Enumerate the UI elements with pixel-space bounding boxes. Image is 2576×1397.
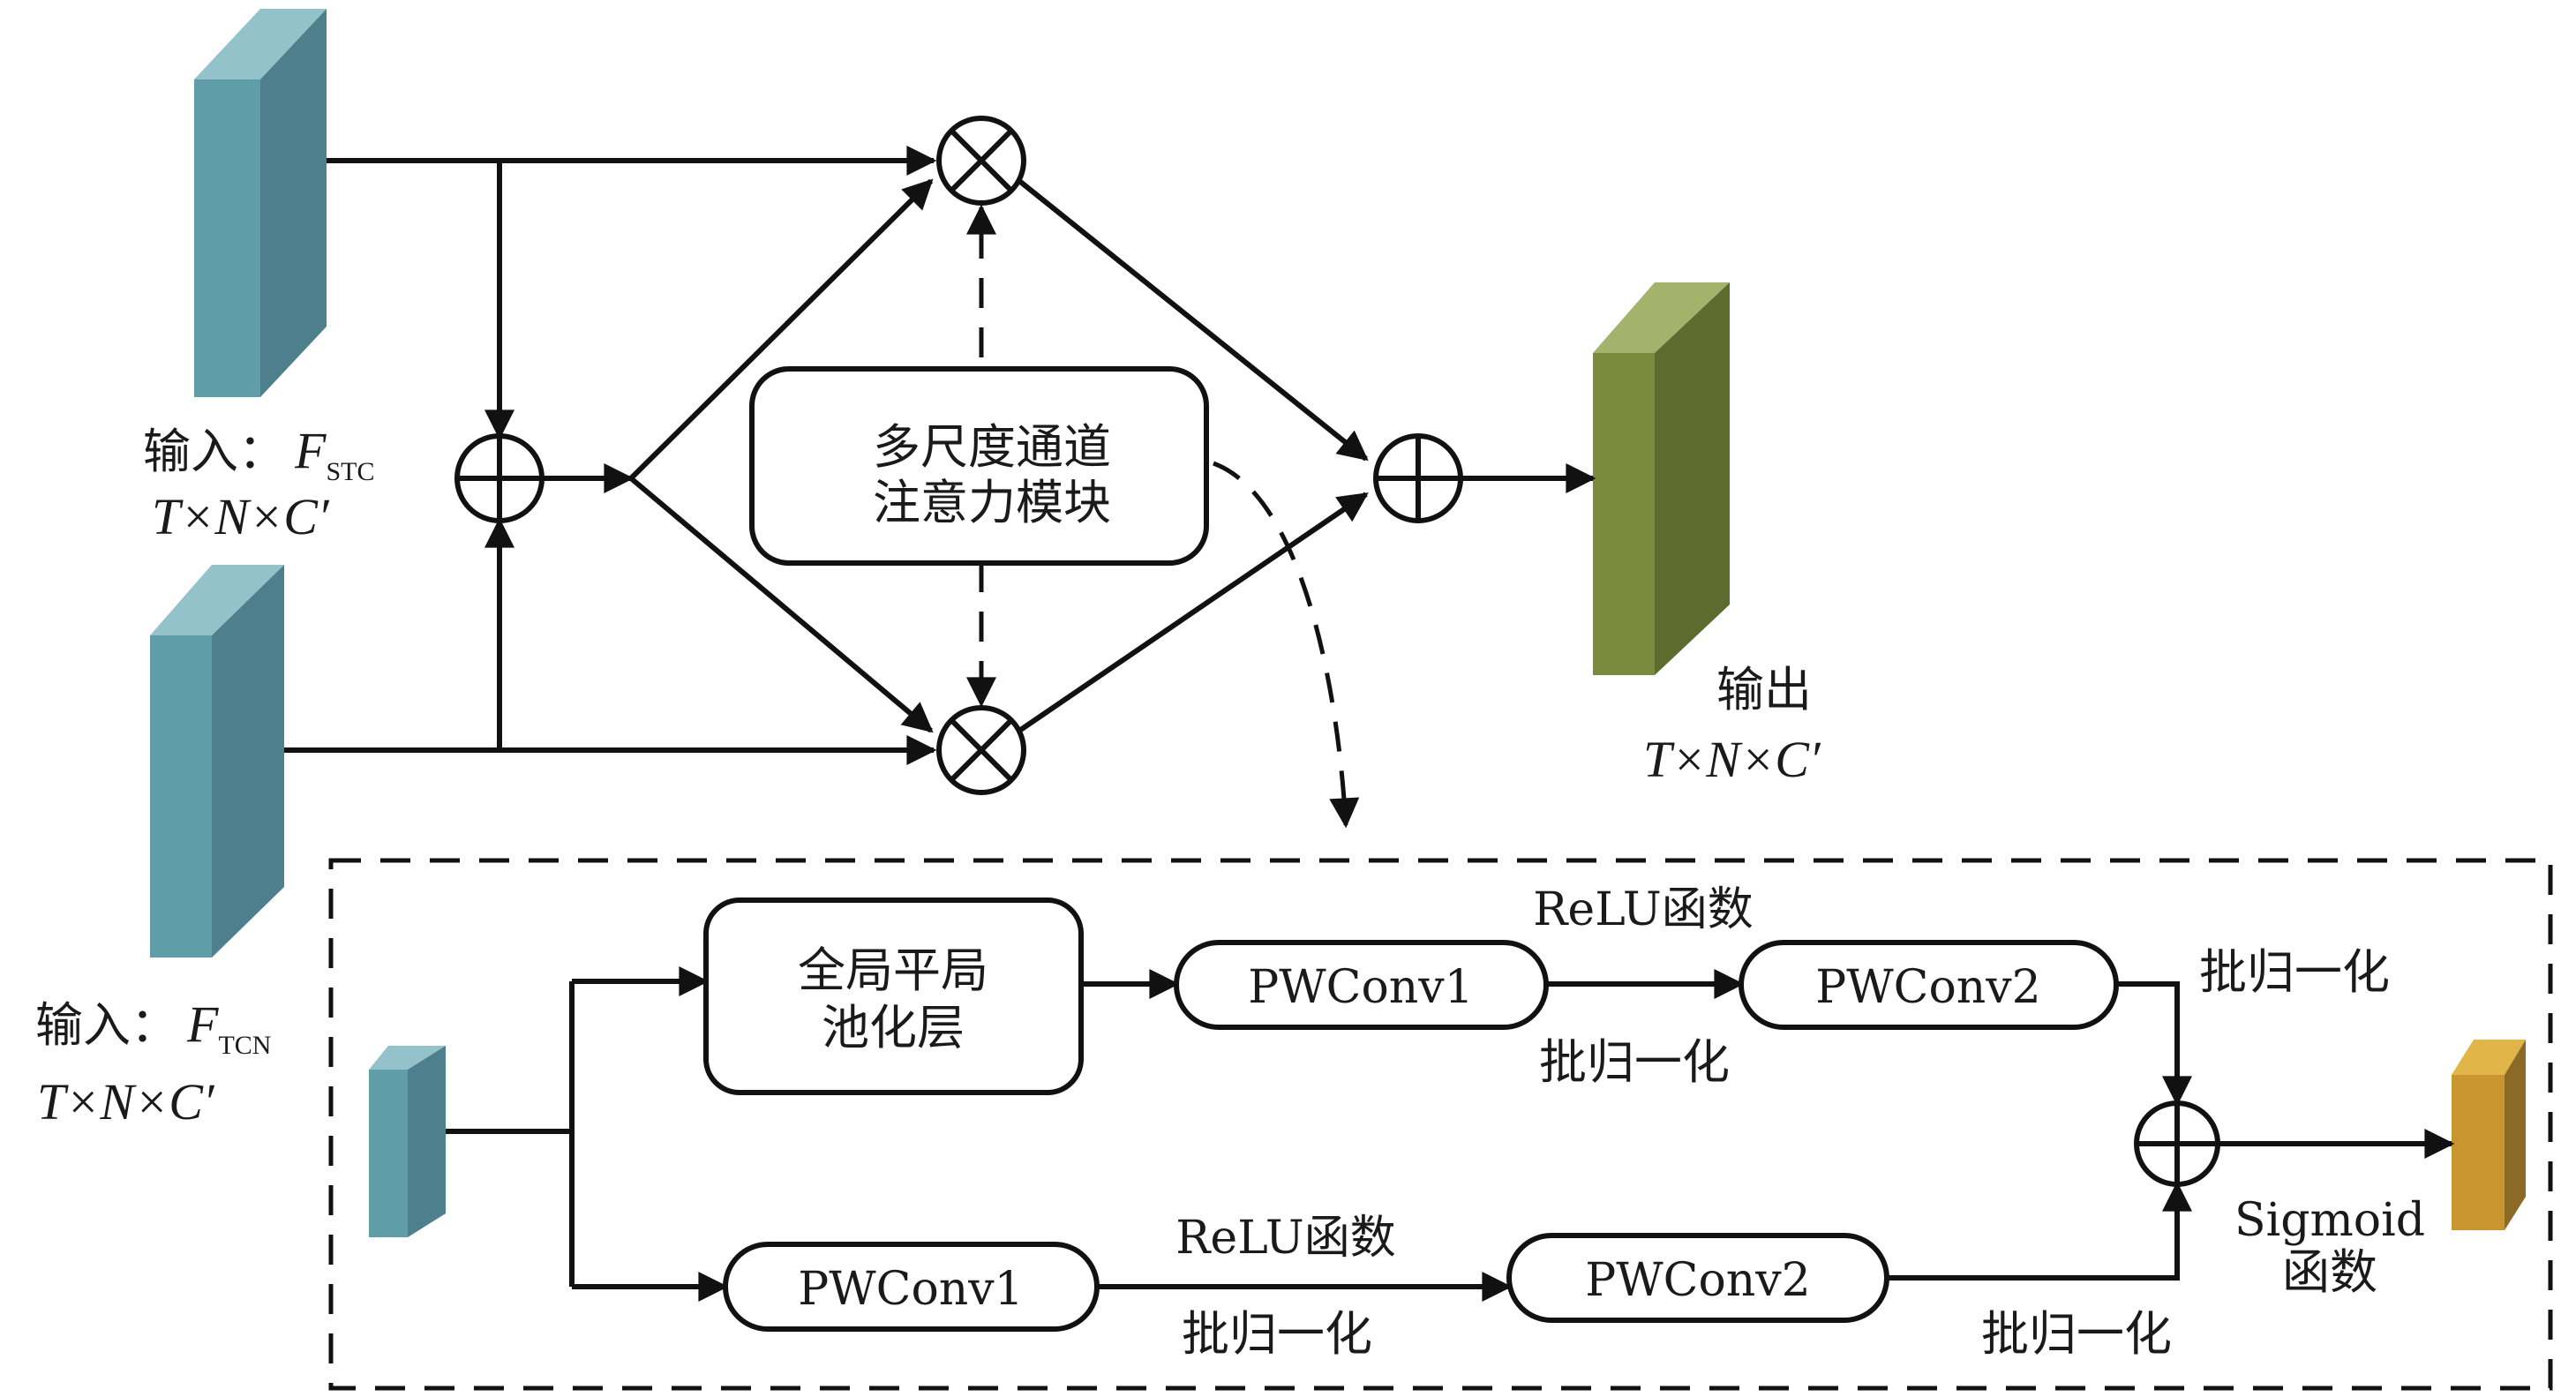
split-to-mult-top-arrow bbox=[628, 178, 934, 481]
top-pwconv1-box: PWConv1 bbox=[1174, 940, 1549, 1030]
output-front-face bbox=[1593, 353, 1655, 675]
input-tcn-top-face bbox=[150, 565, 284, 635]
gap-box: 全局平局 池化层 bbox=[703, 898, 1084, 1095]
input-tcn-block bbox=[150, 565, 284, 958]
bottom-pwconv1-label: PWConv1 bbox=[798, 1263, 1023, 1316]
attention-module-line2: 注意力模块 bbox=[873, 475, 1111, 530]
mult-bottom-to-sum-arrow bbox=[1018, 492, 1369, 733]
output-block bbox=[1593, 282, 1730, 675]
input-stc-front-face bbox=[194, 79, 260, 397]
output-side-face bbox=[1655, 282, 1730, 675]
split-to-mult-bottom-arrow bbox=[629, 476, 934, 733]
output-top-face bbox=[1593, 282, 1730, 353]
attention-detail-expand-arrow bbox=[1213, 461, 1360, 829]
top-bn1-label: 批归一化 bbox=[1539, 1034, 1730, 1090]
mult-top-to-sum-arrow bbox=[1018, 178, 1369, 462]
bottom-bn1-label: 批归一化 bbox=[1182, 1306, 1372, 1362]
detail-add-circle bbox=[2134, 1100, 2220, 1187]
add-circle-right bbox=[1373, 433, 1463, 523]
attention-module-line1: 多尺度通道 bbox=[873, 419, 1111, 475]
gap-line2: 池化层 bbox=[822, 1000, 965, 1055]
multiply-circle-top bbox=[936, 116, 1026, 206]
bottom-relu-label: ReLU函数 bbox=[1175, 1212, 1395, 1265]
input-tcn-side-face bbox=[212, 565, 284, 958]
bottom-pwconv1-box: PWConv1 bbox=[723, 1242, 1100, 1332]
input-stc-side-face bbox=[260, 9, 327, 397]
bottom-conv2-to-sum-arrow bbox=[1887, 1181, 2192, 1281]
top-conv2-to-sum-arrow bbox=[2116, 981, 2192, 1107]
bottom-pwconv2-box: PWConv2 bbox=[1506, 1233, 1889, 1323]
sigmoid-output-block bbox=[2452, 1040, 2526, 1230]
top-pwconv2-box: PWConv2 bbox=[1739, 940, 2119, 1030]
sigmoid-label-line2: 函数 bbox=[2282, 1244, 2377, 1300]
add-circle-left bbox=[454, 433, 544, 523]
bottom-bn2-label: 批归一化 bbox=[1981, 1306, 2172, 1362]
multiply-circle-bottom bbox=[936, 705, 1026, 795]
top-relu-label: ReLU函数 bbox=[1533, 883, 1753, 936]
detail-input-block bbox=[369, 1046, 446, 1237]
input-tcn-front-face bbox=[150, 635, 212, 958]
detail-container bbox=[328, 858, 2553, 1391]
input-tcn-dims: T×N×C′ bbox=[37, 1073, 215, 1130]
bottom-pwconv2-label: PWConv2 bbox=[1585, 1254, 1810, 1307]
top-pwconv2-label: PWConv2 bbox=[1815, 961, 2040, 1014]
input-stc-label: 输入：FSTC bbox=[143, 422, 374, 486]
input-tcn-label: 输入：FTCN bbox=[35, 995, 271, 1060]
output-dims: T×N×C′ bbox=[1643, 731, 1821, 788]
output-label: 输出 bbox=[1716, 662, 1812, 717]
sigmoid-label-line1: Sigmoid bbox=[2234, 1194, 2425, 1247]
input-stc-dims: T×N×C′ bbox=[152, 488, 330, 545]
attention-module-box: 多尺度通道 注意力模块 bbox=[749, 366, 1209, 566]
top-pwconv1-label: PWConv1 bbox=[1248, 961, 1473, 1014]
gap-line1: 全局平局 bbox=[798, 943, 988, 998]
input-stc-block bbox=[194, 9, 327, 397]
top-bn2-label: 批归一化 bbox=[2199, 944, 2390, 1000]
input-stc-top-face bbox=[194, 9, 327, 79]
